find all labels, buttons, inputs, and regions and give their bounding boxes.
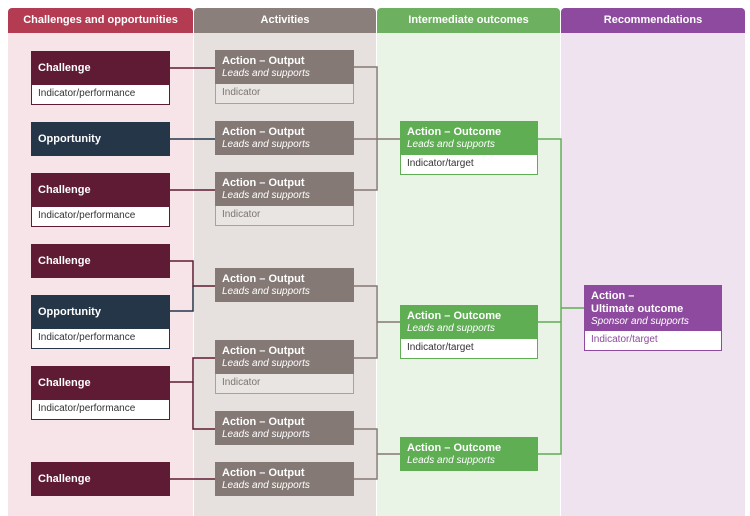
activity-leads: Leads and supports [222,429,310,440]
challenge-indicator: Indicator/performance [31,400,170,420]
activity-leads: Leads and supports [222,68,310,79]
activity-indicator: Indicator [215,206,354,226]
opportunity-title: Opportunity [38,132,101,145]
challenge-title: Challenge [38,376,91,389]
ultimate-title-line2: Ultimate outcome [591,303,684,315]
outcome-title: Action – Outcome [407,442,502,454]
challenge-title: Challenge [38,254,91,267]
column-header-challenges: Challenges and opportunities [8,8,193,33]
column-header-recommendations: Recommendations [561,8,745,33]
column-intermediate-outcomes: Intermediate outcomes [377,8,560,516]
outcome-indicator: Indicator/target [400,155,538,175]
column-header-activities: Activities [194,8,376,33]
challenge-box-2: Challenge Indicator/performance [31,173,170,227]
activity-title: Action – Output [222,273,305,285]
activity-leads: Leads and supports [222,358,310,369]
activity-title: Action – Output [222,416,305,428]
opportunity-title: Opportunity [38,305,101,318]
ultimate-outcome-box: Action – Ultimate outcome Sponsor and su… [584,285,722,351]
outcome-leads: Leads and supports [407,455,495,466]
challenge-indicator: Indicator/performance [31,85,170,105]
challenge-title: Challenge [38,183,91,196]
challenge-indicator: Indicator/performance [31,207,170,227]
outcome-leads: Leads and supports [407,139,495,150]
activity-title: Action – Output [222,126,305,138]
challenge-box-5: Challenge [31,462,170,496]
opportunity-indicator: Indicator/performance [31,329,170,349]
outcome-leads: Leads and supports [407,323,495,334]
ultimate-title-line1: Action – [591,290,635,302]
challenge-title: Challenge [38,61,91,74]
opportunity-box-2: Opportunity Indicator/performance [31,295,170,349]
activity-title: Action – Output [222,55,305,67]
challenge-title: Challenge [38,472,91,485]
activity-title: Action – Output [222,467,305,479]
challenge-box-4: Challenge Indicator/performance [31,366,170,420]
challenge-box-1: Challenge Indicator/performance [31,51,170,105]
outcome-title: Action – Outcome [407,310,502,322]
activity-leads: Leads and supports [222,190,310,201]
challenge-box-3: Challenge [31,244,170,278]
column-header-intermediate-outcomes: Intermediate outcomes [377,8,560,33]
ultimate-indicator: Indicator/target [584,331,722,351]
outcome-indicator: Indicator/target [400,339,538,359]
activity-indicator: Indicator [215,374,354,394]
activity-title: Action – Output [222,345,305,357]
outcome-title: Action – Outcome [407,126,502,138]
activity-leads: Leads and supports [222,139,310,150]
column-recommendations: Recommendations [561,8,745,516]
activity-indicator: Indicator [215,84,354,104]
opportunity-box-1: Opportunity [31,122,170,156]
activity-title: Action – Output [222,177,305,189]
ultimate-sponsor: Sponsor and supports [591,316,689,327]
activity-leads: Leads and supports [222,480,310,491]
activity-leads: Leads and supports [222,286,310,297]
